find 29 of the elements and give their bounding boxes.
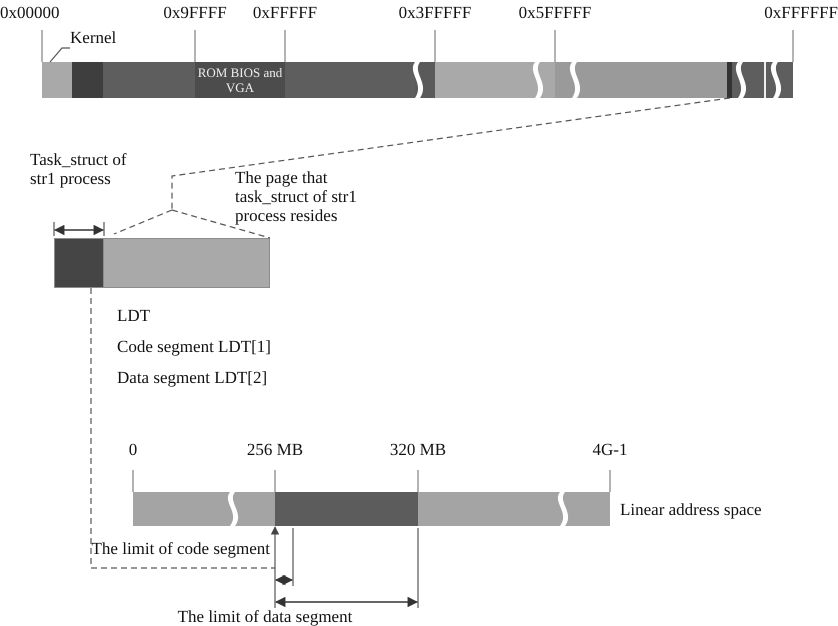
dimension-label: The limit of data segment bbox=[176, 607, 354, 626]
task-struct-caption: Task_struct of str1 process bbox=[30, 150, 128, 188]
kernel-label: Kernel bbox=[70, 28, 132, 48]
address-label: 0xFFFFFF bbox=[763, 3, 838, 22]
table-row-text: Code segment LDT[1] bbox=[117, 337, 271, 356]
address-label: 0xFFFFF bbox=[252, 3, 318, 22]
bar-caption: Linear address space bbox=[620, 500, 763, 519]
address-label: 4G-1 bbox=[592, 440, 628, 459]
address-label: 320 MB bbox=[388, 440, 448, 459]
arrow bbox=[90, 288, 280, 569]
page-caption: The page that task_struct of str1 process resides bbox=[235, 168, 358, 225]
kernel-segment bbox=[42, 62, 103, 98]
dimension-label: The limit of code segment bbox=[90, 539, 270, 558]
zoom-line bbox=[113, 97, 731, 239]
address-label: 0x00000 bbox=[0, 3, 60, 22]
page-segment bbox=[727, 62, 732, 98]
segment-block bbox=[275, 492, 418, 526]
address-label: 0x5FFFFF bbox=[518, 3, 592, 22]
table-row-text: Data segment LDT[2] bbox=[117, 368, 268, 387]
rom-bios-segment: ROM BIOS and VGA bbox=[195, 62, 285, 98]
table-heading: LDT bbox=[117, 306, 150, 325]
address-label: 256 MB bbox=[246, 440, 304, 459]
address-label: 0x3FFFFF bbox=[398, 3, 472, 22]
leader-line bbox=[50, 47, 70, 62]
linear-address-bar bbox=[133, 492, 610, 526]
task-struct-block bbox=[54, 238, 104, 288]
address-label: 0x9FFFF bbox=[162, 3, 228, 22]
address-label: 0 bbox=[128, 440, 138, 459]
page-block bbox=[54, 238, 270, 288]
